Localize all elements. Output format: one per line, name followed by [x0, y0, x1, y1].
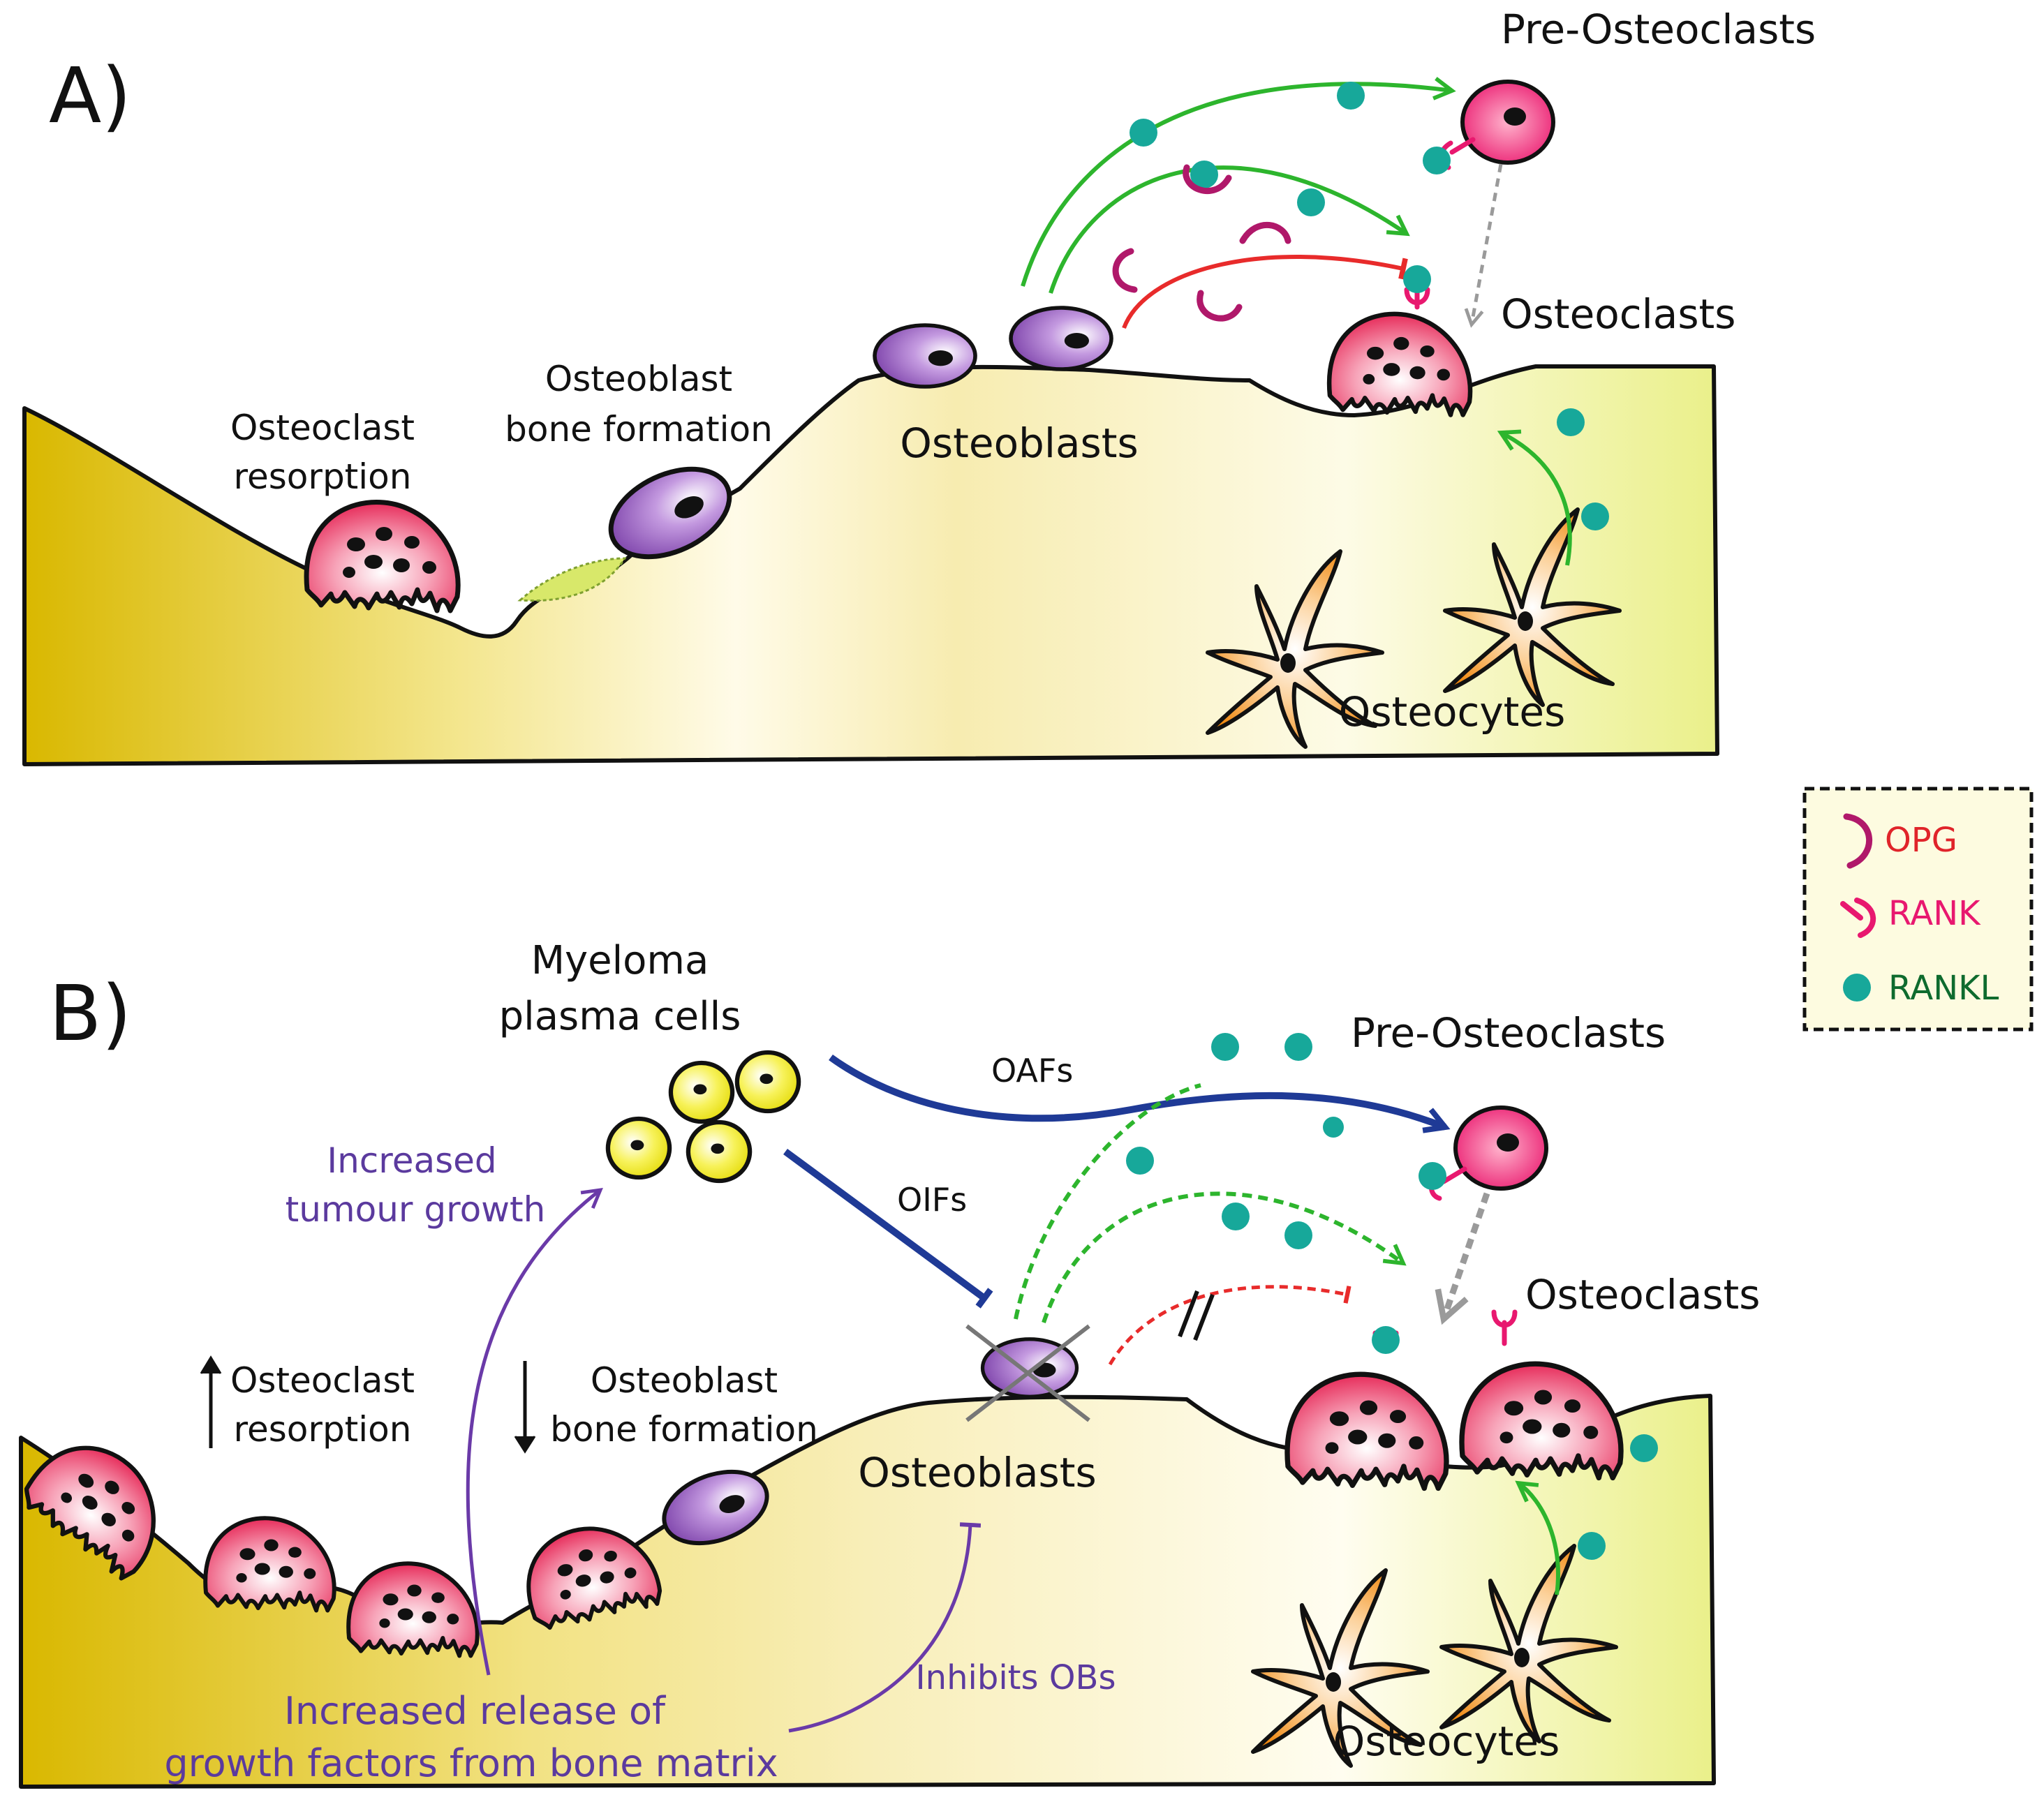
osteoblasts-label-a: Osteoblasts: [900, 419, 1138, 467]
tumour-growth-label-2: tumour growth: [286, 1189, 546, 1230]
blocked-signal-marks: [1178, 1290, 1215, 1341]
osteoclast-b-5: [1287, 1374, 1446, 1488]
activation-arrow-a-1: [1021, 77, 1456, 287]
legend-rank: RANK: [1888, 894, 1981, 933]
inhibits-obs-label: Inhibits OBs: [916, 1658, 1116, 1697]
rank-receptor-b-oc2: [1491, 1309, 1518, 1346]
legend-rankl: RANKL: [1888, 969, 1999, 1008]
growth-factors-label-2: growth factors from bone matrix: [164, 1741, 778, 1785]
myeloma-cell-3: [608, 1119, 669, 1177]
pre-osteoclast-a: [1462, 82, 1553, 163]
osteoblast-formation-label-b-2: bone formation: [550, 1409, 818, 1450]
osteocytes-label-b: Osteocytes: [1333, 1718, 1560, 1765]
pre-osteoclasts-label-b: Pre-Osteoclasts: [1351, 1009, 1666, 1057]
opg-legend-icon: [1843, 813, 1872, 869]
osteoid-patch: [517, 557, 627, 602]
up-arrow-head-icon: [200, 1355, 222, 1374]
myeloma-cell-2: [737, 1052, 799, 1111]
osteoclast-resorption-label-a-2: resorption: [234, 456, 412, 497]
oaf-arrow: [829, 1054, 1451, 1133]
osteoblast-formation-label-a-1: Osteoblast: [545, 359, 732, 399]
osteocyte-signal-arrow-b: [1515, 1480, 1560, 1595]
blocked-osteoblast-cross: [965, 1324, 1090, 1422]
osteoblasts-label-b: Osteoblasts: [858, 1449, 1096, 1496]
osteocyte-signal-arrow-a: [1497, 429, 1572, 566]
opg-molecules-a: [1112, 164, 1291, 322]
osteoclast-b-3: [348, 1563, 477, 1655]
osteoclast-resorption-label-a-1: Osteoclast: [230, 408, 415, 448]
osteoblast-formation-label-b-1: Osteoblast: [591, 1360, 778, 1401]
osteoclasts-label-a: Osteoclasts: [1501, 290, 1736, 338]
legend-box: [1802, 787, 2034, 1032]
osteoclast-a: [1329, 314, 1470, 415]
panel-b-label: B): [49, 969, 131, 1058]
osteoblast-formation-label-a-2: bone formation: [505, 409, 773, 449]
pre-osteoclasts-label-a: Pre-Osteoclasts: [1501, 6, 1816, 53]
oafs-label: OAFs: [991, 1052, 1073, 1089]
oif-inhibition-arrow: [783, 1148, 993, 1309]
inhibits-obs-arrow: [788, 1522, 982, 1733]
legend: OPG RANK RANKL: [1802, 787, 2034, 1032]
myeloma-label-1: Myeloma: [531, 938, 709, 983]
rankl-dots-b: [1126, 1033, 1658, 1560]
inhibition-arrow-a: [1122, 255, 1408, 329]
dashed-activation-arrow-b-2: [1042, 1191, 1407, 1323]
dashed-activation-arrow-b-1: [1014, 1083, 1201, 1320]
osteoclast-b-6: [1462, 1364, 1621, 1477]
oifs-label: OIFs: [897, 1181, 967, 1219]
osteoclasts-label-b: Osteoclasts: [1525, 1271, 1761, 1318]
differentiation-arrow-b: [1435, 1192, 1490, 1325]
myeloma-cell-4: [688, 1122, 750, 1181]
rankl-legend-icon: [1843, 974, 1871, 1002]
dashed-inhibition-arrow-b: [1108, 1285, 1351, 1366]
myeloma-cell-1: [671, 1063, 732, 1122]
growth-factors-label-1: Increased release of: [284, 1689, 667, 1733]
legend-opg: OPG: [1885, 821, 1957, 860]
panel-a: A): [22, 6, 1816, 766]
tumour-growth-label-1: Increased: [327, 1140, 496, 1181]
tumour-growth-arrow: [466, 1187, 603, 1676]
osteocytes-label-a: Osteocytes: [1339, 688, 1566, 736]
panel-a-label: A): [49, 51, 131, 140]
osteoblast-a-2: [1011, 308, 1111, 369]
panel-b: B): [15, 938, 1761, 1789]
myeloma-label-2: plasma cells: [499, 994, 741, 1039]
differentiation-arrow-a: [1464, 163, 1503, 328]
osteoclast-b-2: [205, 1518, 334, 1610]
pre-osteoclast-b: [1456, 1108, 1546, 1189]
rank-legend-icon: [1840, 898, 1876, 938]
down-arrow-head-icon: [514, 1436, 536, 1454]
osteoclast-resorption-label-b-1: Osteoclast: [230, 1360, 415, 1401]
activation-arrow-a-2: [1049, 165, 1410, 294]
osteoclast-resorbing-a: [306, 502, 458, 611]
osteoclast-resorption-label-b-2: resorption: [234, 1409, 412, 1450]
osteoblast-a-1: [875, 325, 975, 387]
rankl-dots-a: [1130, 82, 1609, 530]
